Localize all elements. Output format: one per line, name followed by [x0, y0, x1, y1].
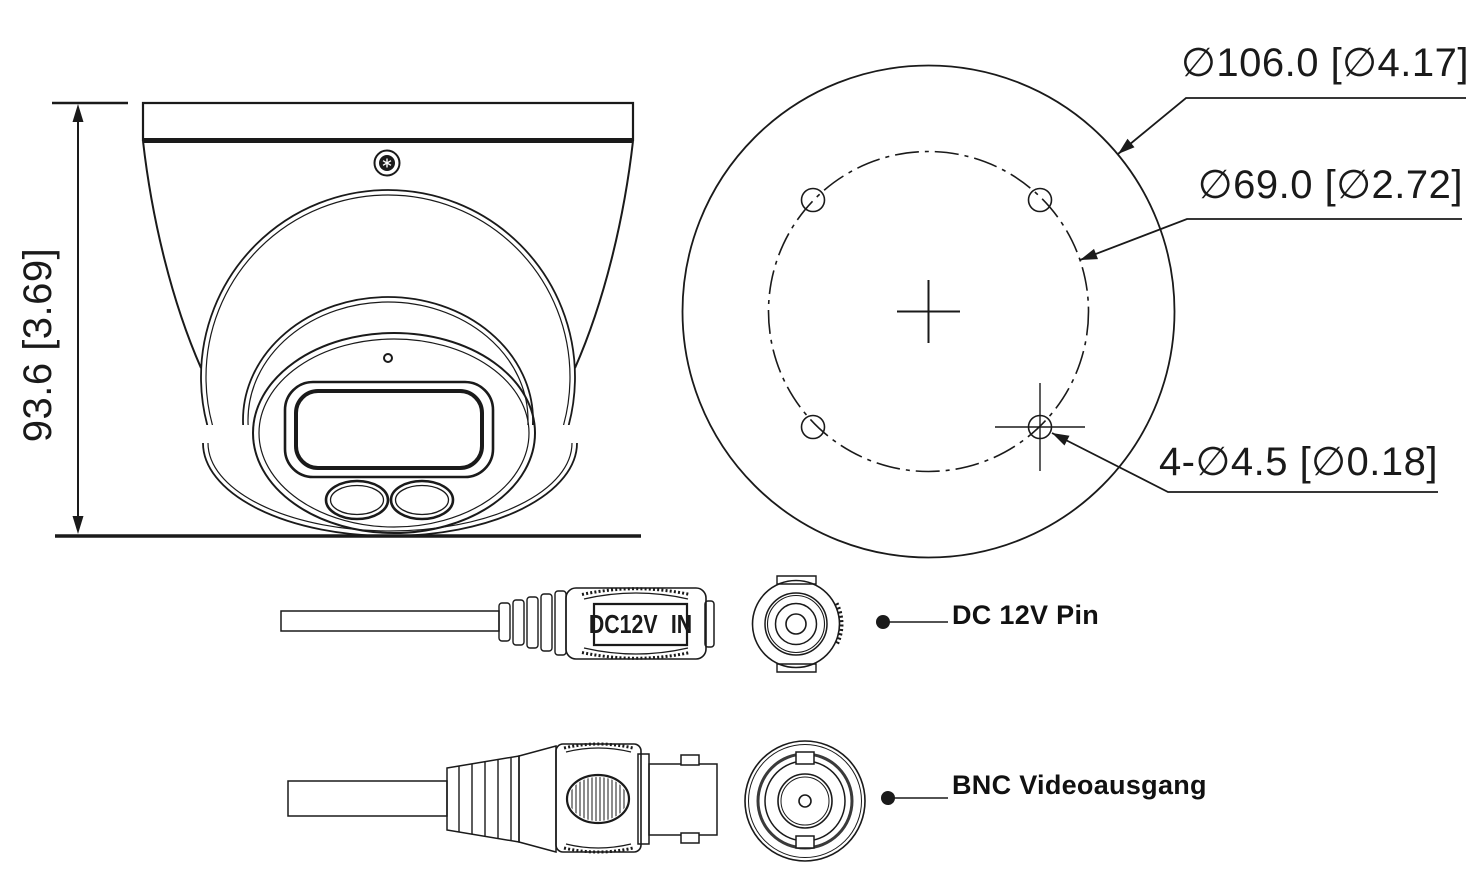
dc-marking-box [594, 604, 687, 645]
bnc-bayonet-slot-top [796, 752, 814, 764]
hole-crosshair-icon [995, 383, 1085, 471]
dc-callout-leader [876, 615, 948, 629]
mount-holes-spec-label: 4-∅4.5 [∅0.18] [1158, 440, 1438, 484]
bnc-center-pin [799, 795, 811, 807]
dc-body-knurl [582, 589, 690, 659]
dc-tip-cap [705, 601, 714, 647]
mounting-base-view [683, 66, 1175, 558]
mounting-hole [1029, 189, 1052, 212]
mount-hole-circle-diameter-label: ∅69.0 [∅2.72] [1197, 163, 1463, 207]
base-outer-diameter-label: ∅106.0 [∅4.17] [1181, 41, 1469, 85]
leader-outer-diameter [1118, 98, 1466, 154]
mounting-hole [802, 416, 825, 439]
arrowhead-icon [1118, 138, 1135, 154]
arrowhead-down-icon [72, 516, 84, 534]
dc-end-tab-bottom [777, 664, 816, 672]
bnc-strain-ribs [459, 758, 511, 840]
camera-height-dimension-label: 93.6 [3.69] [16, 247, 60, 443]
camera-left-outline [143, 141, 201, 368]
dc-strain-relief [499, 591, 566, 655]
bnc-grip-oval [567, 775, 629, 823]
mounting-hole [802, 189, 825, 212]
bolt-circle [769, 152, 1089, 472]
bnc-lug-bottom [681, 833, 699, 843]
camera-cap [143, 103, 633, 140]
leader-bolt-circle [1080, 219, 1462, 260]
bnc-flange [638, 754, 649, 844]
dc-connector-callout-label: DC 12V Pin [952, 600, 1100, 630]
lens-window [285, 382, 493, 477]
camera-right-outline [575, 141, 633, 368]
base-outer-circle [683, 66, 1175, 558]
screw-icon [375, 151, 400, 176]
dc-connector-side-view [281, 588, 714, 659]
bnc-lug-top [681, 755, 699, 765]
dc-center-pin-hole [786, 614, 806, 634]
camera-side-view [55, 103, 641, 564]
bnc-body-knurl [564, 744, 633, 852]
dc-cable [281, 611, 499, 631]
dc-connector-end-view [753, 576, 842, 672]
arrowhead-icon [1052, 433, 1070, 446]
camera-trim-ring [203, 350, 577, 536]
arrowhead-icon [1080, 248, 1098, 260]
arrowhead-up-icon [72, 104, 84, 122]
camera-front-bezel [253, 333, 535, 533]
height-dimension [52, 103, 128, 534]
mic-hole [384, 354, 392, 362]
bnc-bayonet-slot-bottom [796, 836, 814, 848]
bnc-callout-leader [881, 791, 948, 805]
bnc-neck [518, 745, 557, 853]
bnc-cable [288, 781, 447, 816]
bnc-barrel [649, 764, 717, 835]
leader-hole-spec [1052, 433, 1438, 492]
dc-body [566, 588, 706, 659]
bnc-strain-relief [446, 755, 520, 843]
bnc-connector-side-view [288, 744, 717, 852]
dc-connector-marking-label: DC12V IN [588, 609, 693, 639]
center-cross-icon [897, 280, 960, 343]
dc-end-tab-top [777, 576, 816, 584]
bnc-connector-callout-label: BNC Videoausgang [952, 770, 1207, 800]
led-ovals [326, 481, 453, 519]
bnc-connector-end-view [745, 741, 865, 861]
